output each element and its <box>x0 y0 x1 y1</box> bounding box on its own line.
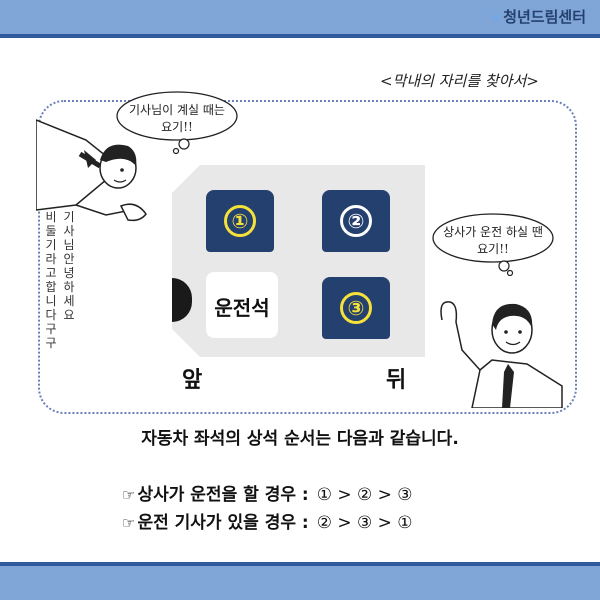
rule-row: ☞상사가 운전을 할 경우 : ① > ② > ③ <box>122 480 413 505</box>
chauffeur-illustration <box>36 119 147 222</box>
driver-seat: 운전석 <box>206 272 278 338</box>
rule-label: 운전 기사가 있을 경우 : <box>137 513 309 533</box>
thought-bubble-icon <box>116 91 238 154</box>
vertical-greeting-2: 비둘기라고합니다구구 <box>45 210 57 350</box>
illustration-frame <box>38 100 577 414</box>
bottom-divider <box>0 562 600 566</box>
seat-3: ③ <box>322 277 390 339</box>
bottom-banner <box>0 566 600 600</box>
seat-1: ① <box>206 190 274 252</box>
vertical-greeting: 기사님안녕하세요 <box>63 210 75 322</box>
seat-3-number: ③ <box>340 292 372 324</box>
seat-2-number: ② <box>340 205 372 237</box>
speech-bubble-chauffeur: 기사님이 계실 때는 요기!! <box>112 88 242 154</box>
back-label: 뒤 <box>386 368 407 393</box>
pointing-hand-icon: ☞ <box>122 514 136 532</box>
pointing-hand-icon: ☞ <box>122 486 136 504</box>
brand-name: 청년드림센터 <box>503 8 586 26</box>
bird-icon: ❦ <box>491 11 502 25</box>
speech-bubble-boss: 상사가 운전 하실 땐 요기!! <box>428 210 558 276</box>
driver-seat-label: 운전석 <box>214 296 270 320</box>
rule-label: 상사가 운전을 할 경우 : <box>137 485 309 505</box>
rule-order: ① > ② > ③ <box>316 485 413 505</box>
front-label: 앞 <box>182 368 203 393</box>
seat-2: ② <box>322 190 390 252</box>
bubble-text-line2: 요기!! <box>161 120 193 134</box>
bubble-text-line1: 기사님이 계실 때는 <box>129 103 225 117</box>
thought-bubble-icon <box>432 213 554 276</box>
seat-1-number: ① <box>224 205 256 237</box>
page-subtitle: <막내의 자리를 찾아서> <box>380 72 539 90</box>
steering-wheel-icon <box>172 278 192 322</box>
bubble-text-line2: 요기!! <box>477 242 509 256</box>
top-divider <box>0 34 600 38</box>
rule-row: ☞운전 기사가 있을 경우 : ② > ③ > ① <box>122 508 413 533</box>
summary-text: 자동차 좌석의 상석 순서는 다음과 같습니다. <box>141 429 459 449</box>
rule-order: ② > ③ > ① <box>316 513 413 533</box>
boss-illustration <box>440 301 563 408</box>
brand-logo: ❦청년드림센터 <box>491 6 586 27</box>
top-banner: ❦청년드림센터 <box>0 0 600 34</box>
bubble-text-line1: 상사가 운전 하실 땐 <box>443 225 543 239</box>
